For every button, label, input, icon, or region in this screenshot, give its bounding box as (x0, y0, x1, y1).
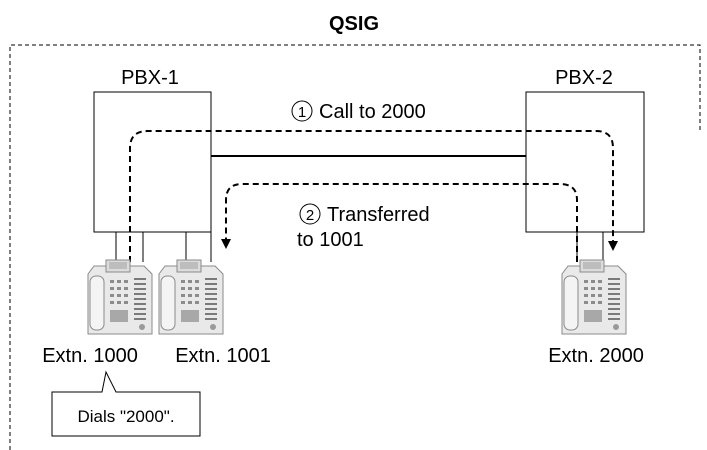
pbx-2-label: PBX-2 (555, 67, 613, 89)
dial-callout-text: Dials "2000". (77, 407, 174, 426)
desk-phone-icon (87, 259, 153, 335)
pbx-1-box (93, 91, 212, 233)
step-2-number: 2 (306, 207, 314, 224)
extn-2000-label: Extn. 2000 (548, 345, 644, 367)
extn-1000-label: Extn. 1000 (42, 345, 138, 367)
qsig-network-boundary (9, 44, 701, 450)
transfer-path-arrow (221, 183, 578, 262)
network-label: QSIG (329, 13, 379, 35)
dial-callout (51, 370, 201, 437)
step-1-badge (291, 100, 313, 122)
step-2-text-line1: Transferred (327, 204, 430, 226)
desk-phone-icon (561, 259, 627, 335)
step-2-badge (299, 203, 321, 225)
pbx-2-box (525, 91, 645, 233)
step-1-text: Call to 2000 (319, 101, 426, 123)
step-1-number: 1 (298, 104, 306, 121)
desk-phone-icon (158, 259, 224, 335)
call-path-arrow (129, 130, 618, 262)
pbx-1-label: PBX-1 (121, 67, 179, 89)
step-2-text-line2: to 1001 (297, 229, 364, 251)
extn-1001-label: Extn. 1001 (175, 345, 271, 367)
